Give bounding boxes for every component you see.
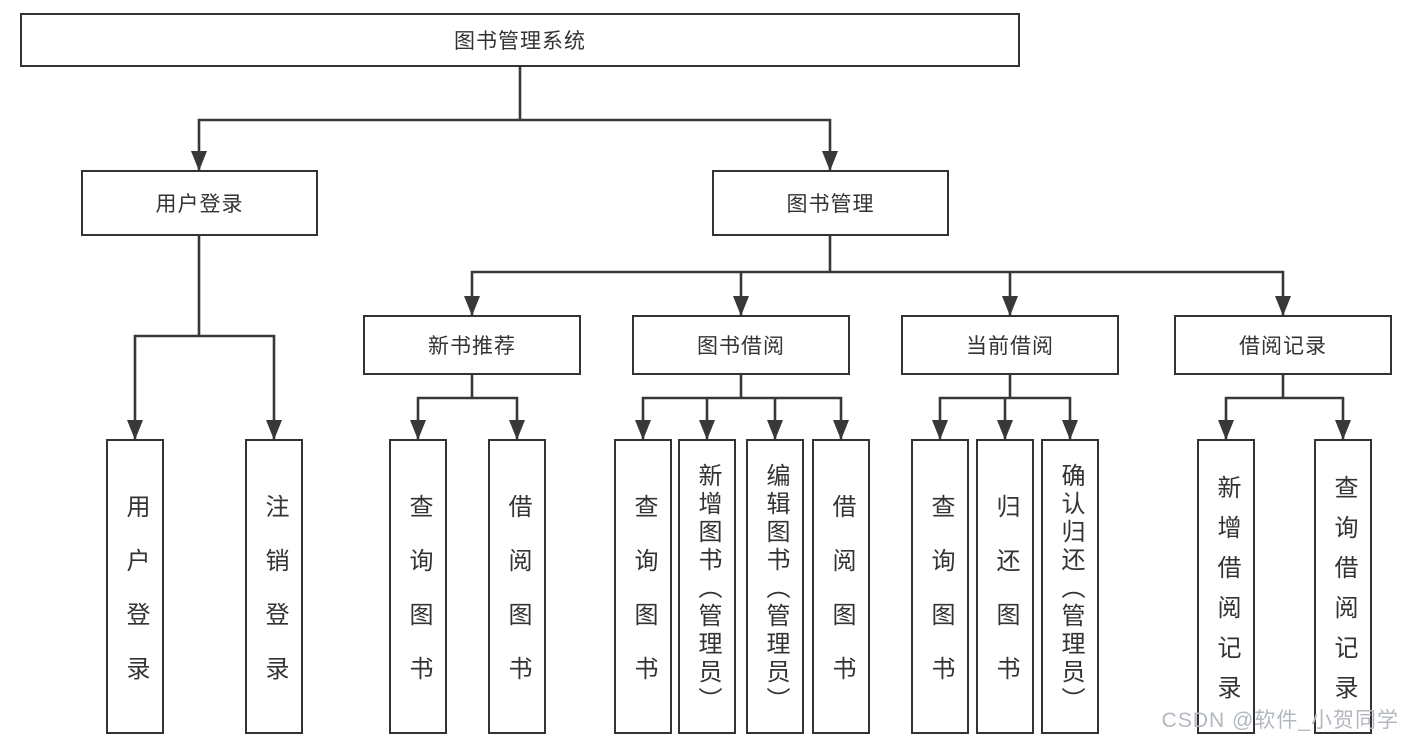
- leaf-query-books-current: 查询图书: [911, 439, 969, 734]
- node-label: 图书管理系统: [454, 30, 586, 53]
- watermark: CSDN @软件_小贺同学: [1161, 709, 1399, 732]
- node-label: 图书管理: [786, 193, 875, 216]
- node-user-login: 用户登录: [81, 170, 318, 236]
- node-label: 新书推荐: [428, 335, 516, 358]
- node-label: 用户登录: [155, 193, 244, 216]
- leaf-borrow-books-borrowing: 借阅图书: [812, 439, 870, 734]
- node-label: 编辑图书（管理员）: [762, 462, 789, 715]
- node-label: 查询借阅记录: [1330, 474, 1357, 715]
- node-label: 新增图书（管理员）: [694, 462, 721, 715]
- leaf-user-login: 用户登录: [106, 439, 164, 734]
- leaf-logout: 注销登录: [245, 439, 303, 734]
- node-label: 新增借阅记录: [1213, 474, 1240, 715]
- node-book-borrowing: 图书借阅: [632, 315, 850, 375]
- node-label: 借阅图书: [504, 493, 531, 710]
- node-label: 图书借阅: [697, 335, 785, 358]
- node-book-management: 图书管理: [712, 170, 949, 236]
- node-current-borrowing: 当前借阅: [901, 315, 1119, 375]
- leaf-query-borrow-record: 查询借阅记录: [1314, 439, 1372, 734]
- leaf-add-borrow-record: 新增借阅记录: [1197, 439, 1255, 734]
- node-label: 当前借阅: [966, 335, 1054, 358]
- leaf-confirm-return-admin: 确认归还（管理员）: [1041, 439, 1099, 734]
- node-root: 图书管理系统: [20, 13, 1020, 67]
- leaf-query-books-recommend: 查询图书: [389, 439, 447, 734]
- node-borrowing-records: 借阅记录: [1174, 315, 1392, 375]
- node-new-book-recommendation: 新书推荐: [363, 315, 581, 375]
- leaf-borrow-books-recommend: 借阅图书: [488, 439, 546, 734]
- node-label: 用户登录: [122, 493, 149, 710]
- leaf-add-book-admin: 新增图书（管理员）: [678, 439, 736, 734]
- node-label: 归还图书: [992, 493, 1019, 710]
- node-label: 借阅图书: [828, 493, 855, 710]
- leaf-query-books-borrowing: 查询图书: [614, 439, 672, 734]
- node-label: 查询图书: [927, 493, 954, 710]
- node-label: 注销登录: [261, 493, 288, 710]
- node-label: 查询图书: [630, 493, 657, 710]
- node-label: 查询图书: [405, 493, 432, 710]
- node-label: 借阅记录: [1239, 335, 1327, 358]
- node-label: 确认归还（管理员）: [1057, 462, 1084, 715]
- leaf-edit-book-admin: 编辑图书（管理员）: [746, 439, 804, 734]
- leaf-return-book: 归还图书: [976, 439, 1034, 734]
